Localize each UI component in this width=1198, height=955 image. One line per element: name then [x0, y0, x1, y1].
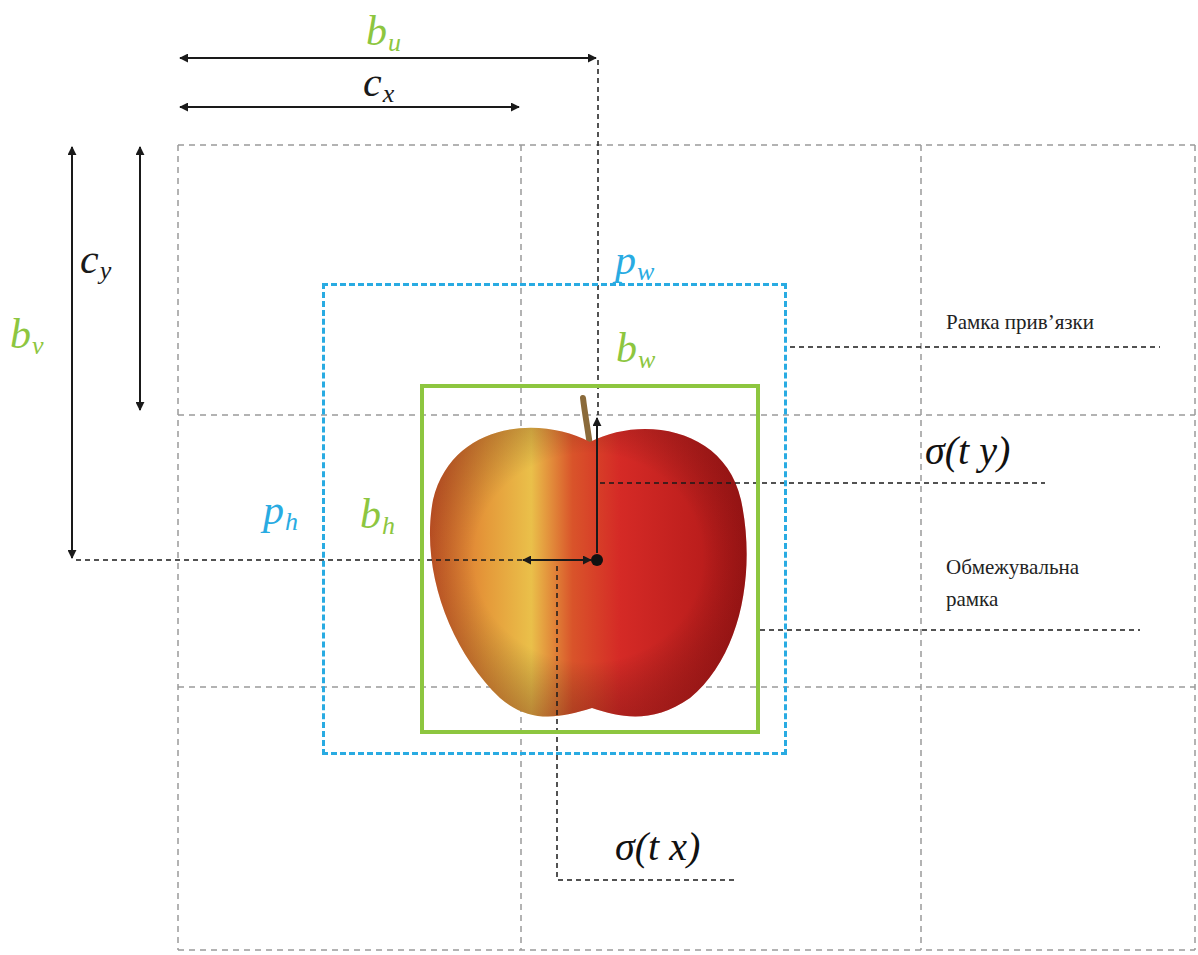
bounding-box: bwbh — [420, 384, 760, 734]
box-y-label: bv — [10, 313, 44, 359]
cell-x-label: cx — [363, 61, 394, 107]
dimension-arrows — [72, 58, 597, 560]
center-dot — [591, 554, 603, 566]
anchor-caption: Рамка прив’язки — [946, 306, 1094, 338]
offset-x-label: σ(t x) — [615, 824, 700, 870]
anchor-box: bwbhpwph — [322, 283, 787, 755]
leader-lines — [76, 60, 1160, 880]
grid — [178, 145, 1195, 950]
offset-y-label: σ(t y) — [925, 428, 1010, 474]
box-x-label: bu — [366, 10, 401, 56]
box-height: bh — [360, 493, 395, 539]
apple-picture — [430, 398, 747, 717]
anchor-width: pw — [615, 239, 654, 285]
anchor-height: ph — [263, 489, 298, 535]
box-width: bw — [616, 327, 655, 373]
bbox-caption: Обмежувальна рамка — [946, 551, 1121, 615]
cell-y-label: cy — [80, 238, 111, 284]
